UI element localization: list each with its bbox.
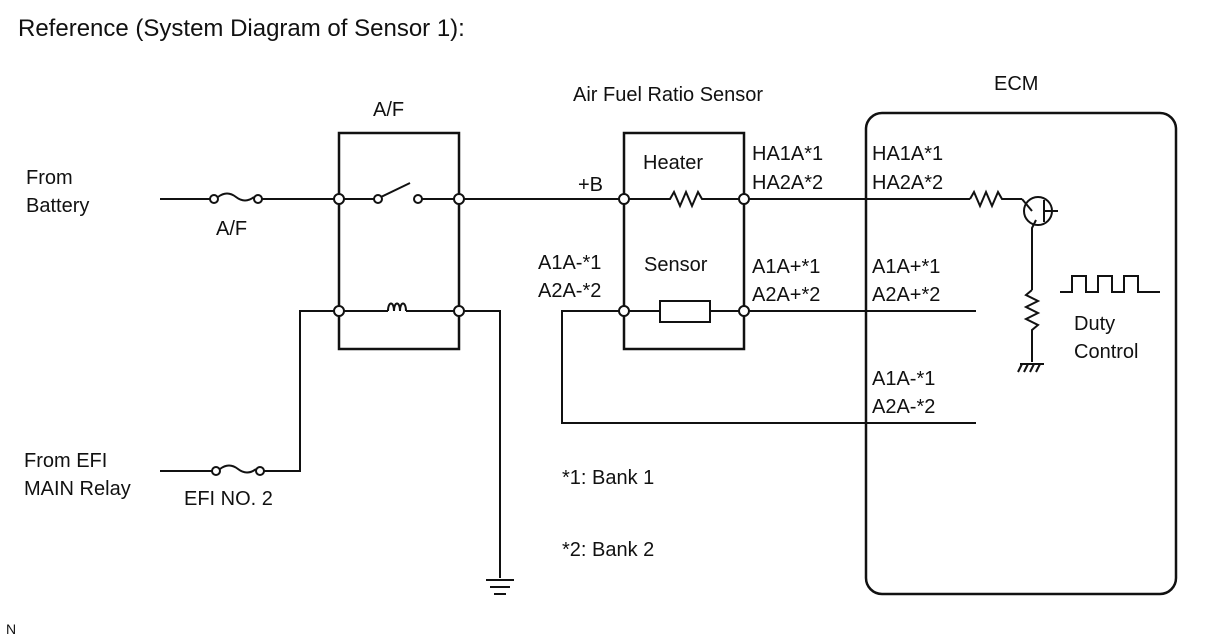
af-relay bbox=[333, 131, 465, 351]
air-fuel-ratio-sensor bbox=[618, 131, 750, 351]
note-bank-1: *1: Bank 1 bbox=[562, 467, 654, 489]
efi-line bbox=[160, 310, 336, 476]
ecm-box bbox=[864, 111, 1178, 596]
sensor-element-label: Sensor bbox=[644, 254, 708, 276]
heater-driver-circuit bbox=[969, 189, 1058, 373]
corner-marker: N bbox=[6, 621, 16, 637]
ha-sensor-label-2: HA2A*2 bbox=[752, 172, 823, 194]
from-efi-label-2: MAIN Relay bbox=[24, 478, 131, 500]
a-minus-ecm-label-1: A1A-*1 bbox=[872, 368, 935, 390]
pulse-waveform-icon bbox=[1060, 275, 1160, 293]
a-minus-label-1: A1A-*1 bbox=[538, 252, 601, 274]
a-plus-sensor-label-1: A1A+*1 bbox=[752, 256, 820, 278]
from-efi-label: From EFI bbox=[24, 450, 107, 472]
duty-label-2: Control bbox=[1074, 341, 1138, 363]
from-battery-label-2: Battery bbox=[26, 195, 89, 217]
sensor-title: Air Fuel Ratio Sensor bbox=[573, 84, 763, 106]
a-plus-sensor-label-2: A2A+*2 bbox=[752, 284, 820, 306]
a-plus-ecm-label-2: A2A+*2 bbox=[872, 284, 940, 306]
ground-symbol bbox=[464, 310, 514, 595]
ha-ecm-label-1: HA1A*1 bbox=[872, 143, 943, 165]
relay-af-label: A/F bbox=[373, 99, 404, 121]
note-bank-2: *2: Bank 2 bbox=[562, 539, 654, 561]
fuse-efi-label: EFI NO. 2 bbox=[184, 488, 273, 510]
a-minus-ecm-label-2: A2A-*2 bbox=[872, 396, 935, 418]
heater-label: Heater bbox=[643, 152, 703, 174]
plus-b-label: +B bbox=[578, 174, 603, 196]
a-plus-ecm-label-1: A1A+*1 bbox=[872, 256, 940, 278]
ecm-label: ECM bbox=[994, 73, 1038, 95]
a-minus-wire bbox=[561, 310, 976, 424]
from-battery-label: From bbox=[26, 167, 73, 189]
diagram-title: Reference (System Diagram of Sensor 1): bbox=[18, 15, 465, 42]
ha-sensor-label-1: HA1A*1 bbox=[752, 143, 823, 165]
ha-ecm-label-2: HA2A*2 bbox=[872, 172, 943, 194]
duty-label-1: Duty bbox=[1074, 313, 1115, 335]
fuse-af-label: A/F bbox=[216, 218, 247, 240]
a-minus-label-2: A2A-*2 bbox=[538, 280, 601, 302]
battery-line bbox=[160, 192, 336, 204]
